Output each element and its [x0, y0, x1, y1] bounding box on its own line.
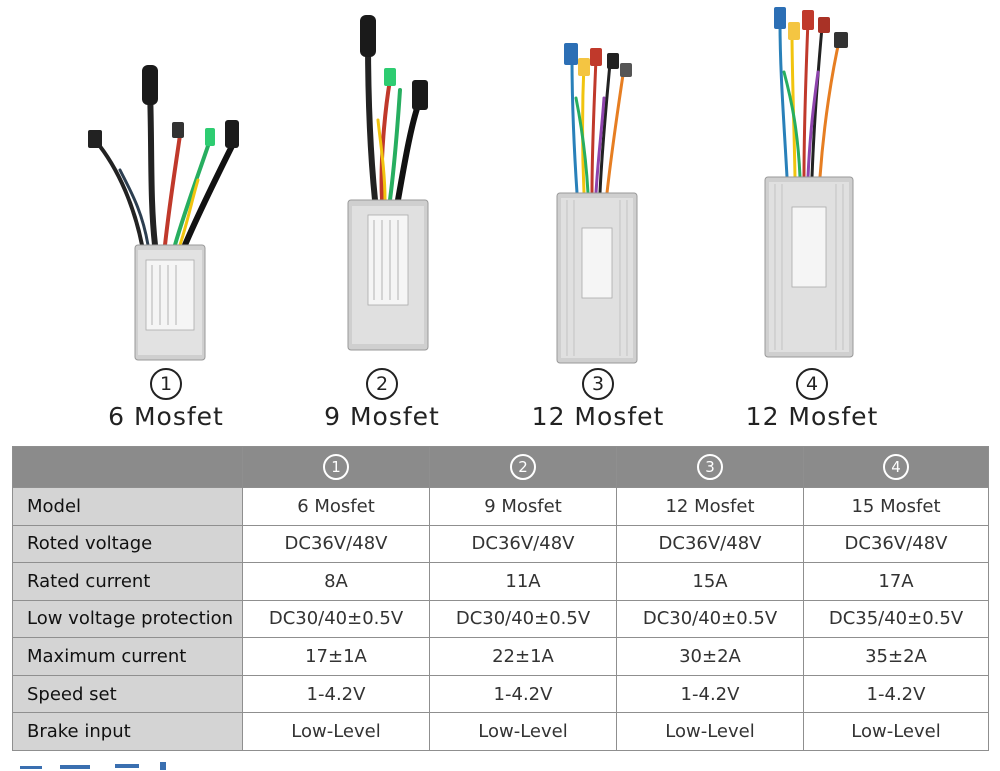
table-cell: DC30/40±0.5V: [616, 599, 804, 639]
product-caption-2: 2 9 Mosfet: [262, 368, 502, 431]
table-row: Rated current 8A 11A 15A 17A: [12, 562, 989, 601]
product-number-1: 1: [150, 368, 182, 400]
product-label-4: 12 Mosfet: [745, 402, 879, 431]
table-header-col-2: 2: [429, 446, 617, 488]
table-cell: DC36V/48V: [616, 524, 804, 564]
table-header-col-3: 3: [616, 446, 804, 488]
controller-image-2: [340, 10, 440, 360]
table-cell: DC36V/48V: [803, 524, 989, 564]
controller-image-1: [80, 60, 250, 365]
header-number-2: 2: [510, 454, 536, 480]
table-cell: 8A: [242, 562, 430, 601]
table-cell: 17±1A: [242, 637, 430, 676]
table-cell: Low-Level: [242, 712, 430, 751]
table-header-row: 1 2 3 4: [12, 446, 989, 488]
table-cell: 15A: [616, 562, 804, 601]
table-cell: 9 Mosfet: [429, 487, 617, 526]
table-cell: 30±2A: [616, 637, 804, 676]
product-number-4: 4: [796, 368, 828, 400]
table-row: Low voltage protection DC30/40±0.5V DC30…: [12, 599, 989, 639]
product-label-1: 6 Mosfet: [108, 402, 224, 431]
table-cell: DC36V/48V: [242, 524, 430, 564]
table-cell: DC30/40±0.5V: [429, 599, 617, 639]
header-number-3: 3: [697, 454, 723, 480]
table-cell: 35±2A: [803, 637, 989, 676]
product-gallery: 1 6 Mosfet 2 9 Mosfet 3 12 Mosfet 4 12 M…: [46, 2, 932, 431]
controller-image-3: [552, 38, 642, 368]
table-header-col-1: 1: [242, 446, 430, 488]
row-label-brake-input: Brake input: [12, 712, 243, 751]
table-cell: 1-4.2V: [242, 674, 430, 714]
product-caption-4: 4 12 Mosfet: [692, 368, 932, 431]
table-cell: 1-4.2V: [803, 674, 989, 714]
table-row: Roted voltage DC36V/48V DC36V/48V DC36V/…: [12, 524, 989, 564]
table-cell: 11A: [429, 562, 617, 601]
row-label-roted-voltage: Roted voltage: [12, 524, 243, 564]
row-label-maximum-current: Maximum current: [12, 637, 243, 676]
table-cell: 12 Mosfet: [616, 487, 804, 526]
table-cell: 6 Mosfet: [242, 487, 430, 526]
table-cell: 17A: [803, 562, 989, 601]
table-header-col-4: 4: [803, 446, 989, 488]
row-label-speed-set: Speed set: [12, 674, 243, 714]
table-cell: Low-Level: [803, 712, 989, 751]
spec-table: 1 2 3 4 Model 6 Mosfet 9 Mosfet 12 Mosfe…: [12, 446, 989, 751]
row-label-low-voltage-protection: Low voltage protection: [12, 599, 243, 639]
table-row: Model 6 Mosfet 9 Mosfet 12 Mosfet 15 Mos…: [12, 487, 989, 526]
row-label-rated-current: Rated current: [12, 562, 243, 601]
table-cell: 1-4.2V: [429, 674, 617, 714]
product-label-3: 12 Mosfet: [531, 402, 665, 431]
table-row: Maximum current 17±1A 22±1A 30±2A 35±2A: [12, 637, 989, 676]
header-number-1: 1: [323, 454, 349, 480]
table-row: Brake input Low-Level Low-Level Low-Leve…: [12, 712, 989, 751]
decorative-mark: [20, 762, 166, 770]
table-cell: DC35/40±0.5V: [803, 599, 989, 639]
table-cell: Low-Level: [429, 712, 617, 751]
table-cell: DC30/40±0.5V: [242, 599, 430, 639]
product-label-2: 9 Mosfet: [324, 402, 440, 431]
table-cell: Low-Level: [616, 712, 804, 751]
row-label-model: Model: [12, 487, 243, 526]
product-caption-1: 1 6 Mosfet: [46, 368, 286, 431]
product-caption-3: 3 12 Mosfet: [478, 368, 718, 431]
product-number-2: 2: [366, 368, 398, 400]
table-header-corner: [12, 446, 243, 488]
table-cell: 1-4.2V: [616, 674, 804, 714]
product-number-3: 3: [582, 368, 614, 400]
table-cell: 22±1A: [429, 637, 617, 676]
controller-image-4: [762, 2, 857, 362]
table-row: Speed set 1-4.2V 1-4.2V 1-4.2V 1-4.2V: [12, 674, 989, 714]
header-number-4: 4: [883, 454, 909, 480]
table-cell: 15 Mosfet: [803, 487, 989, 526]
table-cell: DC36V/48V: [429, 524, 617, 564]
